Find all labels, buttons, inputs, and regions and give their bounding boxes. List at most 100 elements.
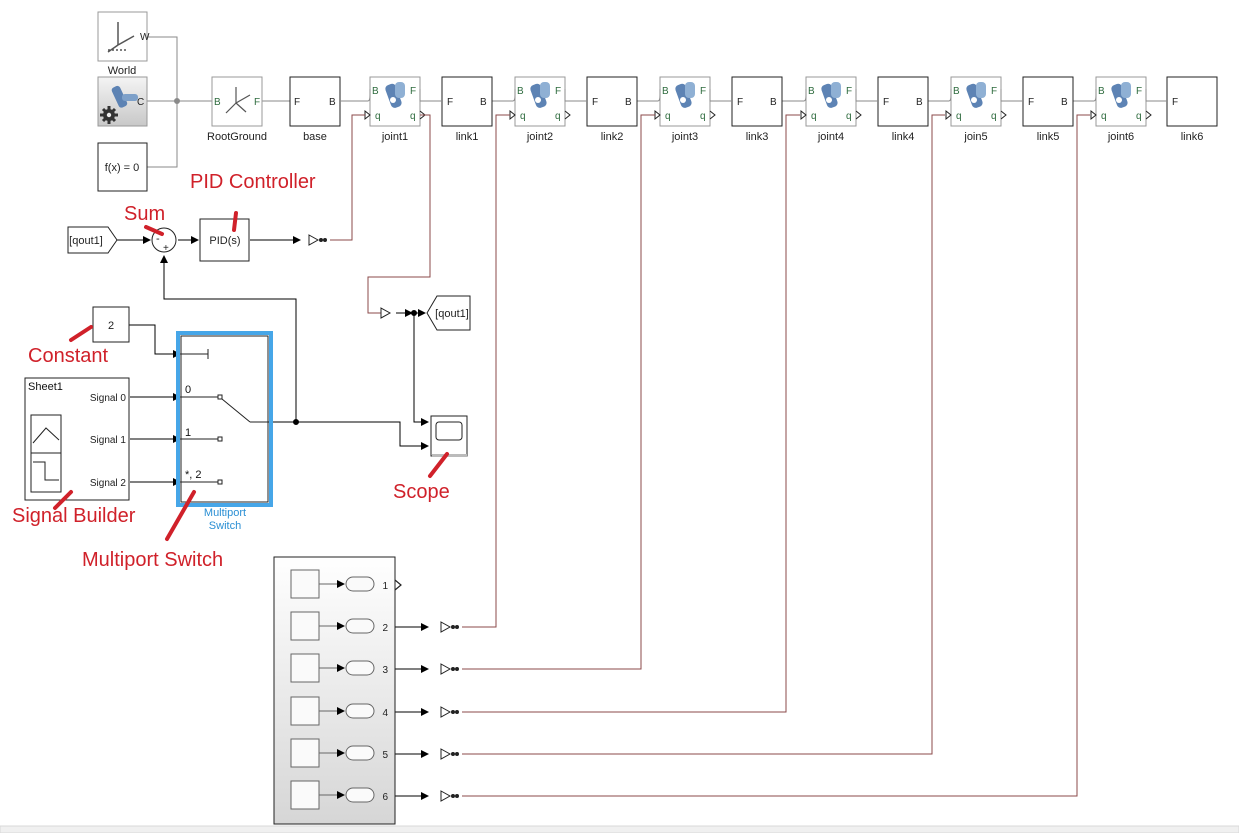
joint-port-q-in: q <box>811 111 817 122</box>
subsystem-row: 3 <box>290 653 388 683</box>
inner-block-icon <box>290 780 320 810</box>
revolute-joint-icon <box>1111 82 1131 108</box>
inner-outport-icon <box>345 618 375 634</box>
signal-wires <box>117 236 429 800</box>
joint-label: joint2 <box>526 131 553 143</box>
joint-port-b: B <box>662 86 669 97</box>
revolute-joint-icon <box>821 82 841 108</box>
signal-2-label: Signal 2 <box>90 478 127 489</box>
pid-text: PID(s) <box>209 235 240 247</box>
link-port-b: B <box>480 97 487 108</box>
constant-value: 2 <box>108 320 114 332</box>
ps-converter-icon <box>440 748 459 760</box>
ps-in-port-icon <box>509 109 516 121</box>
qout-to-scope-wire <box>413 313 429 426</box>
subsystem-row: 1 <box>290 569 388 599</box>
port-arrow-icon <box>394 579 402 591</box>
joint-port-q-in: q <box>520 111 526 122</box>
ps-converter-icon <box>440 706 459 718</box>
horizontal-scrollbar[interactable] <box>0 825 1239 833</box>
inner-outport-icon <box>345 745 375 761</box>
link-label: link5 <box>1037 131 1060 143</box>
switch-icon <box>181 349 268 485</box>
link-port-b: B <box>1061 97 1068 108</box>
physical-connection <box>709 89 732 102</box>
physical-connection <box>419 89 442 102</box>
ps-in-port-icon <box>364 109 371 121</box>
sum-sign-minus: - <box>156 233 160 245</box>
port2-wire <box>462 114 510 628</box>
annotations <box>53 211 449 541</box>
signal-builder-block[interactable]: Sheet1 Signal 0 Signal 1 Signal 2 <box>24 377 130 501</box>
physical-connection <box>340 89 371 102</box>
physical-connection <box>855 89 878 102</box>
inner-block-icon <box>290 696 320 726</box>
sum-annotation: Sum <box>124 203 165 225</box>
root-port-b: B <box>214 97 221 108</box>
scope-annotation: Scope <box>393 481 450 503</box>
ps-out-port-icon <box>564 110 571 120</box>
switch-port-2: *, 2 <box>185 469 202 481</box>
from-block[interactable]: [qout1] <box>67 226 118 254</box>
world-block[interactable]: W World <box>97 11 150 77</box>
physical-signal-wires <box>330 114 1090 797</box>
selection-highlight <box>176 331 273 507</box>
joint1-q-wire <box>367 114 431 314</box>
inner-block-icon <box>290 569 320 599</box>
joint-port-b: B <box>953 86 960 97</box>
goto-block[interactable]: [qout1] <box>426 295 471 331</box>
physical-connection <box>564 89 587 102</box>
joint-port-q-out: q <box>410 111 416 122</box>
ps-converter-icon <box>440 790 459 802</box>
pid-annotation: PID Controller <box>190 171 316 193</box>
pid-annotation-pointer <box>232 211 238 232</box>
world-label: World <box>108 65 137 77</box>
joint-port-q-out: q <box>555 111 561 122</box>
link-port-f: F <box>883 97 889 108</box>
scope-block[interactable] <box>430 415 468 457</box>
root-port-f: F <box>254 97 260 108</box>
fx-solver-block[interactable]: f(x) = 0 <box>97 142 148 192</box>
link-label: link1 <box>456 131 479 143</box>
ps-out-port-icon <box>1145 110 1152 120</box>
goto-tag-label: [qout1] <box>435 308 469 320</box>
inner-outport-icon <box>345 787 375 803</box>
ps-in-port-icon <box>654 109 661 121</box>
root-label: RootGround <box>207 131 267 143</box>
physical-connection <box>1073 89 1097 102</box>
ps-converter-icon <box>440 663 459 675</box>
pid-controller-block[interactable]: PID(s) <box>199 218 250 262</box>
revolute-joint-icon <box>530 82 550 108</box>
joint-port-b: B <box>517 86 524 97</box>
base-block[interactable]: F B base <box>289 76 341 143</box>
rootground-block[interactable]: B F RootGround <box>207 76 267 143</box>
multiport-switch-block[interactable]: 0 1 *, 2 Multiport Switch <box>176 331 273 532</box>
joint-port-q-in: q <box>665 111 671 122</box>
switch-port-0: 0 <box>185 384 191 396</box>
revolute-joint-icon <box>385 82 405 108</box>
subsystem-port-label: 5 <box>382 750 388 761</box>
revolute-joint-icon <box>966 82 986 108</box>
constant-block[interactable]: 2 <box>92 306 130 343</box>
solver-configuration-block[interactable]: C <box>97 76 148 127</box>
joint-port-f: F <box>700 86 706 97</box>
link-label: link3 <box>746 131 769 143</box>
solver-port-label: C <box>137 97 144 108</box>
ps-out-port-icon <box>709 110 716 120</box>
port6-wire <box>462 114 1090 797</box>
constant-annotation: Constant <box>28 345 108 367</box>
joint-label: joint3 <box>671 131 698 143</box>
